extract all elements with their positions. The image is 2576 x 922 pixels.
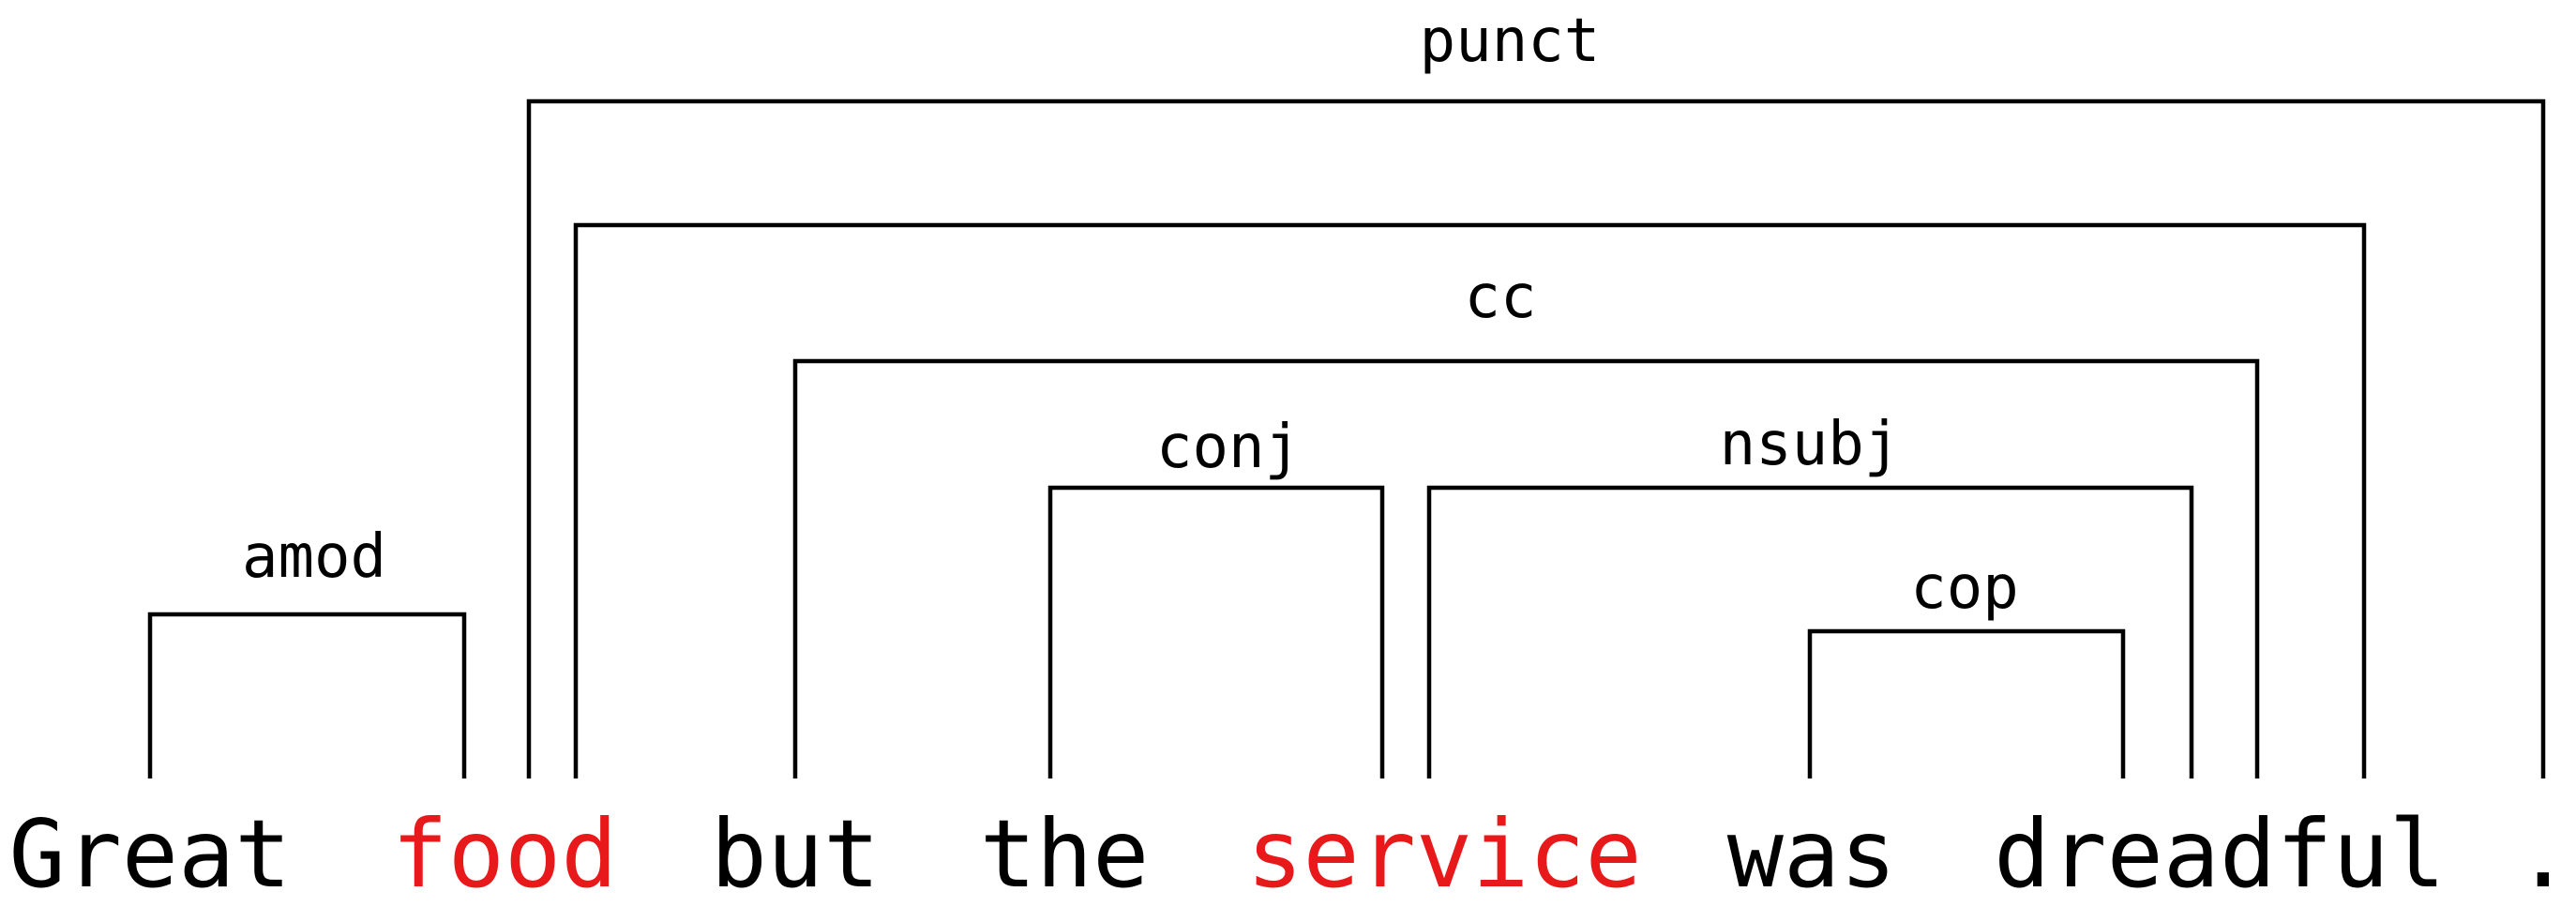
token-but: but: [711, 799, 881, 909]
relation-label-amod: amod: [242, 522, 386, 592]
relation-label-punct: punct: [1420, 7, 1601, 76]
relation-label-conj: conj: [1156, 413, 1301, 482]
arc-cc: [792, 358, 2260, 778]
arc-nsubj: [1426, 485, 2194, 778]
arc-conj: [1047, 485, 1385, 778]
relation-label-nsubj: nsubj: [1720, 410, 1901, 479]
arc-punct: [526, 98, 2546, 778]
relation-label-cop: cop: [1910, 553, 2019, 623]
token-food: food: [392, 799, 618, 909]
arc-amod: [147, 612, 467, 778]
token-the: the: [980, 799, 1150, 909]
arc-unlabeled: [573, 222, 2367, 778]
token-was: was: [1727, 799, 1897, 909]
arc-group: [147, 98, 2546, 778]
token-period: .: [2515, 799, 2571, 909]
token-great: Great: [8, 799, 291, 909]
sentence: Great food but the service was dreadful …: [8, 799, 2571, 909]
token-service: service: [1246, 799, 1641, 909]
relation-label-cc: cc: [1464, 263, 1536, 332]
arc-cop: [1807, 628, 2126, 778]
token-dreadful: dreadful: [1994, 799, 2446, 909]
relation-labels: amod conj cop nsubj cc punct: [242, 7, 2019, 623]
